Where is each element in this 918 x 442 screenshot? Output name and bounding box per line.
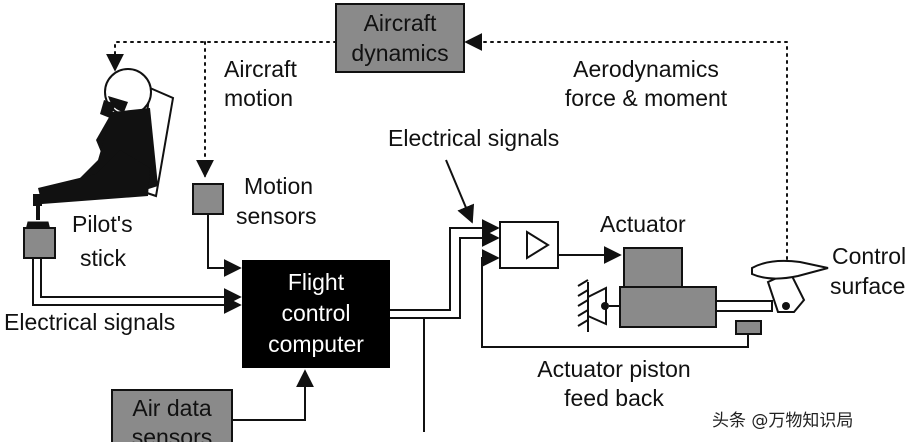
fcc-output-wire-a [390,219,500,311]
fcc-label-2: control [281,300,350,326]
aero-force-label-1: Aerodynamics [573,56,719,82]
piston-sensor-box [735,320,762,335]
fcc-label-1: Flight [288,269,345,295]
aircraft-motion-label-2: motion [224,85,293,111]
air-data-label-1: Air data [132,395,211,421]
fcc-label-3: computer [268,331,364,357]
motion-sensor-wire [207,214,242,277]
air-data-label-2: sensors [132,424,213,442]
aircraft-dynamics-block: Aircraft dynamics [335,3,465,73]
stick-wire-a [32,258,242,314]
air-data-wire [232,369,314,421]
aircraft-dynamics-label-1: Aircraft [364,10,437,36]
pilot-icon [38,68,175,204]
air-data-sensors-block: Air data sensors [111,389,233,442]
actuator-block [577,247,773,332]
control-surface-label-1: Control [832,243,906,269]
control-surface-icon [751,259,829,313]
stick-wire-b [40,258,242,306]
dynamics-to-pilot-dotted [106,41,337,72]
control-surface-label-2: surface [830,273,905,299]
feedback-wire [481,249,749,348]
fcc-output-wire-b [390,229,500,319]
amplifier-block [499,221,559,269]
flight-control-computer-block: Flight control computer [242,260,390,368]
aero-force-label-2: force & moment [565,85,728,111]
amplifier-triangle-icon [526,230,550,260]
aero-force-dotted-line [464,33,788,267]
electrical-signals-pointer [445,159,475,224]
watermark-text: 头条 @万物知识局 [712,411,853,431]
hinge-icon [577,279,620,332]
actuator-label: Actuator [600,211,686,237]
aircraft-dynamics-label-2: dynamics [351,40,448,66]
electrical-signals-left-label: Electrical signals [4,309,175,335]
motion-sensors-label-1: Motion [244,173,313,199]
pilots-stick-label-2: stick [80,245,127,271]
feedback-label-2: feed back [564,385,664,411]
electrical-signals-top-label: Electrical signals [388,125,559,151]
motion-sensors-box [192,183,224,215]
motion-sensors-label-2: sensors [236,203,317,229]
aircraft-motion-label-1: Aircraft [224,56,297,82]
stick-sensor-box [23,227,56,259]
pilots-stick-label-1: Pilot's [72,211,133,237]
feedback-label-1: Actuator piston [537,356,690,382]
